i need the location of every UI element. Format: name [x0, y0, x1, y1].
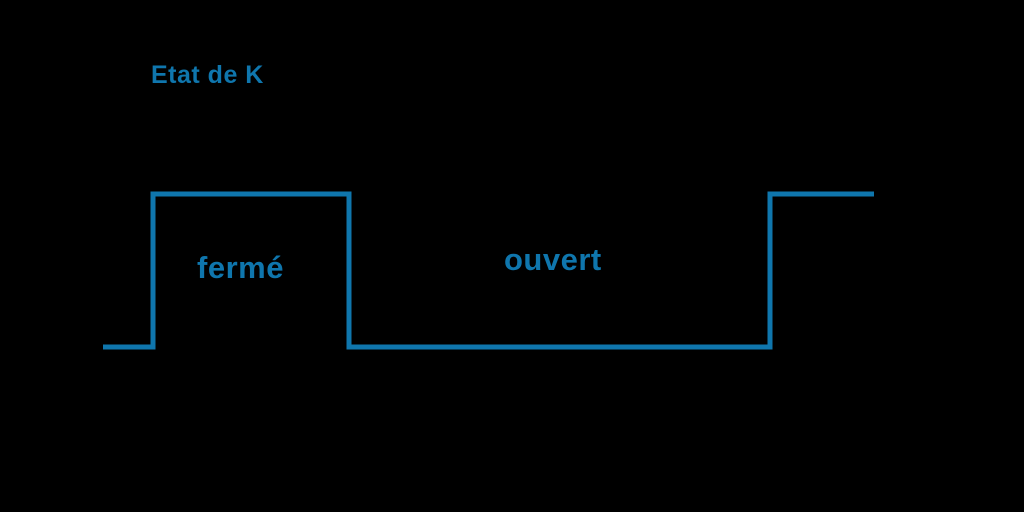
diagram-title: Etat de K: [151, 61, 264, 89]
waveform-line: [103, 191, 874, 350]
state-label-closed: fermé: [197, 250, 284, 285]
state-label-open: ouvert: [504, 242, 602, 277]
